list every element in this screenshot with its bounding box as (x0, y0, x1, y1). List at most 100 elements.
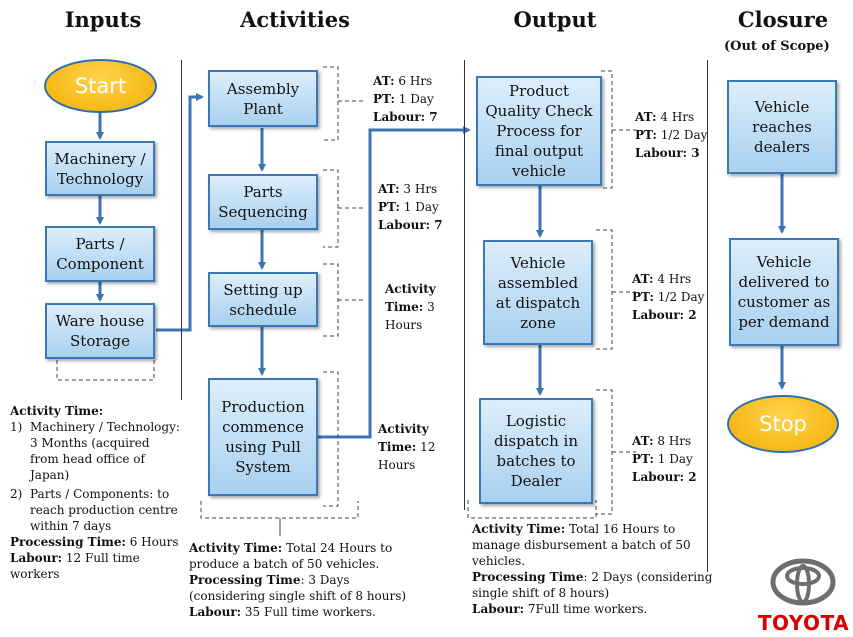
bracket-activities-bottom (200, 501, 359, 519)
bracket-assembly (323, 66, 339, 141)
inputs-notes-item2: 2) Parts / Components: to reach producti… (10, 486, 182, 534)
divider-2 (464, 60, 465, 510)
pt-label: PT: (632, 452, 654, 466)
header-activities: Activities (240, 7, 350, 32)
start-oval: Start (44, 59, 157, 113)
at-label: AT: (632, 272, 654, 286)
at-label: Activity Time: (472, 522, 566, 536)
labour-value: 35 Full time workers. (241, 605, 376, 619)
pt-label: PT: (632, 290, 654, 304)
labour-label: Labour: (472, 602, 525, 616)
pt-value: 1 Day (399, 200, 439, 214)
time-unit: Hours (385, 318, 423, 332)
production-metrics: Activity Time: 12 Hours (378, 420, 435, 474)
pt-label: PT: (373, 92, 395, 106)
pt-value: : 2 Days (considering single shift of 8 … (472, 570, 713, 600)
at-value: Total 16 Hours to manage disbursement a … (472, 522, 691, 568)
inputs-notes-processing: Processing Time: 6 Hours (10, 534, 182, 550)
inputs-notes-item1-text: Machinery / Technology: 3 Months (acquir… (30, 420, 180, 482)
logistic-metrics: AT: 8 Hrs PT: 1 Day Labour: 2 (632, 432, 697, 486)
at-label: AT: (378, 182, 400, 196)
inputs-notes-heading: Activity Time: (10, 404, 104, 418)
sequencing-metrics: AT: 3 Hrs PT: 1 Day Labour: 7 (378, 180, 443, 234)
pt-label: PT: (635, 128, 657, 142)
at-value: 8 Hrs (653, 434, 692, 448)
assembly-metrics: AT: 6 Hrs PT: 1 Day Labour: 7 (373, 72, 438, 126)
at-value: Total 24 Hours to produce a batch of 50 … (189, 541, 393, 571)
at-value: 4 Hrs (656, 110, 695, 124)
time-value: 3 (423, 300, 435, 314)
at-value: 4 Hrs (653, 272, 692, 286)
bracket-logistic (596, 389, 613, 515)
pt-label: Processing Time (472, 570, 584, 584)
labour-label: Labour: (10, 551, 63, 565)
bracket-assembled (596, 229, 613, 350)
vehicle-assembled-box: Vehicle assembled at dispatch zone (483, 240, 593, 345)
output-notes: Activity Time: Total 16 Hours to manage … (472, 521, 717, 617)
setting-schedule-box: Setting up schedule (208, 272, 318, 327)
pt-value: 1 Day (394, 92, 434, 106)
divider-1 (181, 60, 182, 400)
pt-value: 1 Day (653, 452, 693, 466)
pt-value: 1/2 Day (656, 128, 708, 142)
toyota-wordmark: TOYOTA (757, 611, 850, 635)
bracket-sequencing (323, 169, 339, 248)
labour-value: Labour: 2 (632, 308, 697, 322)
activity-label: Activity (385, 282, 436, 296)
bracket-quality (601, 70, 613, 189)
labour-label: Labour: (189, 605, 242, 619)
toyota-logo: TOYOTA (755, 553, 852, 635)
assembled-metrics: AT: 4 Hrs PT: 1/2 Day Labour: 2 (632, 270, 704, 324)
time-value: 12 (416, 440, 436, 454)
inputs-notes: Activity Time: 1) Machinery / Technology… (10, 403, 182, 582)
quality-check-box: Product Quality Check Process for final … (476, 76, 602, 186)
inputs-notes-labour: Labour: 12 Full time workers (10, 550, 182, 582)
inputs-notes-item2-num: 2) (10, 487, 23, 501)
pt-label: PT: (378, 200, 400, 214)
header-closure: Closure (737, 7, 829, 32)
machinery-box: Machinery / Technology (45, 141, 155, 196)
pt-value: : 3 Days (considering single shift of 8 … (189, 573, 407, 603)
pt-value: 6 Hours (125, 535, 179, 549)
vehicle-delivered-box: Vehicle delivered to customer as per dem… (729, 238, 839, 346)
arrow-warehouse-assembly (156, 93, 204, 332)
toyota-emblem-icon (770, 558, 836, 606)
at-label: AT: (635, 110, 657, 124)
parts-box: Parts / Component (45, 226, 155, 282)
time-unit: Hours (378, 458, 416, 472)
labour-value: Labour: 3 (635, 146, 700, 160)
pt-value: 1/2 Day (653, 290, 705, 304)
logistic-dispatch-box: Logistic dispatch in batches to Dealer (479, 398, 593, 504)
pt-label: Processing Time (189, 573, 301, 587)
inputs-notes-item2-text: Parts / Components: to reach production … (30, 487, 178, 533)
labour-value: Labour: 7 (378, 218, 443, 232)
at-label: AT: (373, 74, 395, 88)
warehouse-box: Ware house Storage (45, 303, 155, 359)
header-closure-sub: (Out of Scope) (724, 39, 830, 54)
activity-label: Activity (378, 422, 429, 436)
time-label: Time: (385, 300, 424, 314)
inputs-notes-item1: 1) Machinery / Technology: 3 Months (acq… (10, 419, 182, 483)
vehicle-reaches-box: Vehicle reaches dealers (727, 80, 837, 174)
labour-value: Labour: 2 (632, 470, 697, 484)
bracket-warehouse (56, 360, 155, 381)
labour-value: 7Full time workers. (524, 602, 648, 616)
at-value: 6 Hrs (394, 74, 433, 88)
inputs-notes-item1-num: 1) (10, 420, 23, 434)
pt-label: Processing Time: (10, 535, 126, 549)
schedule-metrics: Activity Time: 3 Hours (385, 280, 436, 334)
time-label: Time: (378, 440, 417, 454)
labour-value: 12 Full time workers (10, 551, 140, 581)
at-label: AT: (632, 434, 654, 448)
at-value: 3 Hrs (399, 182, 438, 196)
bracket-output-bottom (467, 500, 597, 519)
header-inputs: Inputs (64, 7, 142, 32)
activities-notes: Activity Time: Total 24 Hours to produce… (189, 540, 415, 620)
assembly-plant-box: Assembly Plant (208, 70, 318, 127)
divider-3 (707, 60, 708, 572)
at-label: Activity Time: (189, 541, 283, 555)
arrow-production-quality (317, 126, 471, 439)
parts-sequencing-box: Parts Sequencing (208, 174, 318, 230)
